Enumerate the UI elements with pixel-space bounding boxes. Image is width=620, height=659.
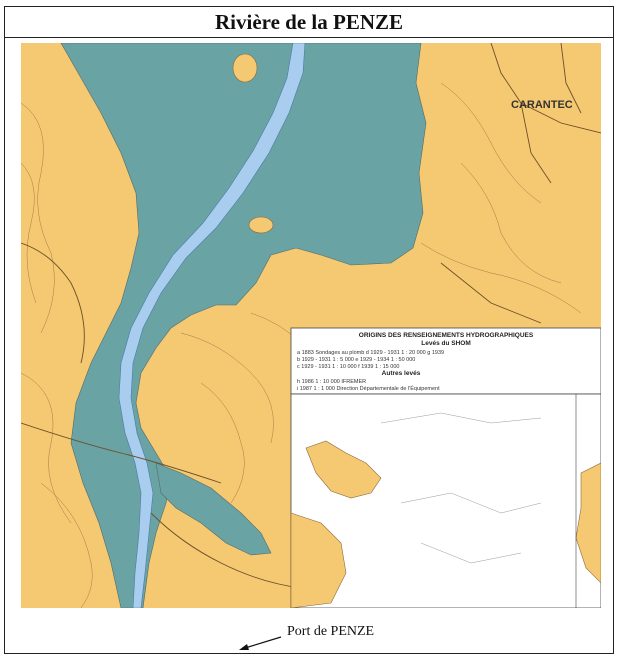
legend-subtitle: Levés du SHOM (421, 340, 470, 347)
navigation-channel (118, 43, 306, 608)
legend-line: i 1987 1 : 1 000 Direction Départemental… (297, 385, 440, 392)
estuary-water (60, 43, 427, 608)
inset-land (290, 512, 347, 608)
inset-land (575, 462, 601, 584)
legend-other-title: Autres levés (382, 370, 421, 377)
place-label-carantec: CARANTEC (511, 99, 573, 111)
port-caption: Port de PENZE (287, 624, 375, 639)
arrow-icon (239, 636, 282, 650)
island-mid (248, 216, 274, 234)
inset-contours (380, 412, 542, 564)
map-frame: Rivière de la PENZE (4, 6, 614, 654)
legend-line: a 1883 Sondages au plomb d 1929 - 1931 1… (297, 350, 444, 356)
inset-land (305, 440, 382, 499)
legend-box (290, 327, 601, 395)
legend-line: h 1986 1 : 10 000 IFREMER (297, 379, 366, 385)
legend-title: ORIGINS DES RENSEIGNEMENTS HYDROGRAPHIQU… (359, 332, 534, 339)
island-north (232, 53, 258, 83)
sources-inset: ORIGINS DES RENSEIGNEMENTS HYDROGRAPHIQU… (290, 327, 601, 608)
lower-water (155, 462, 272, 556)
roads (21, 43, 601, 589)
legend-line: b 1929 - 1931 1 : 5 000 e 1929 - 1934 1 … (297, 357, 415, 363)
nautical-chart: CARANTEC ORIGINS DES RENSEIGNEMENTS HYDR… (21, 43, 601, 608)
map-title: Rivière de la PENZE (5, 7, 613, 38)
contour-lines (21, 82, 582, 608)
legend-line: c 1929 - 1931 1 : 10 000 f 1939 1 : 15 0… (297, 364, 399, 370)
